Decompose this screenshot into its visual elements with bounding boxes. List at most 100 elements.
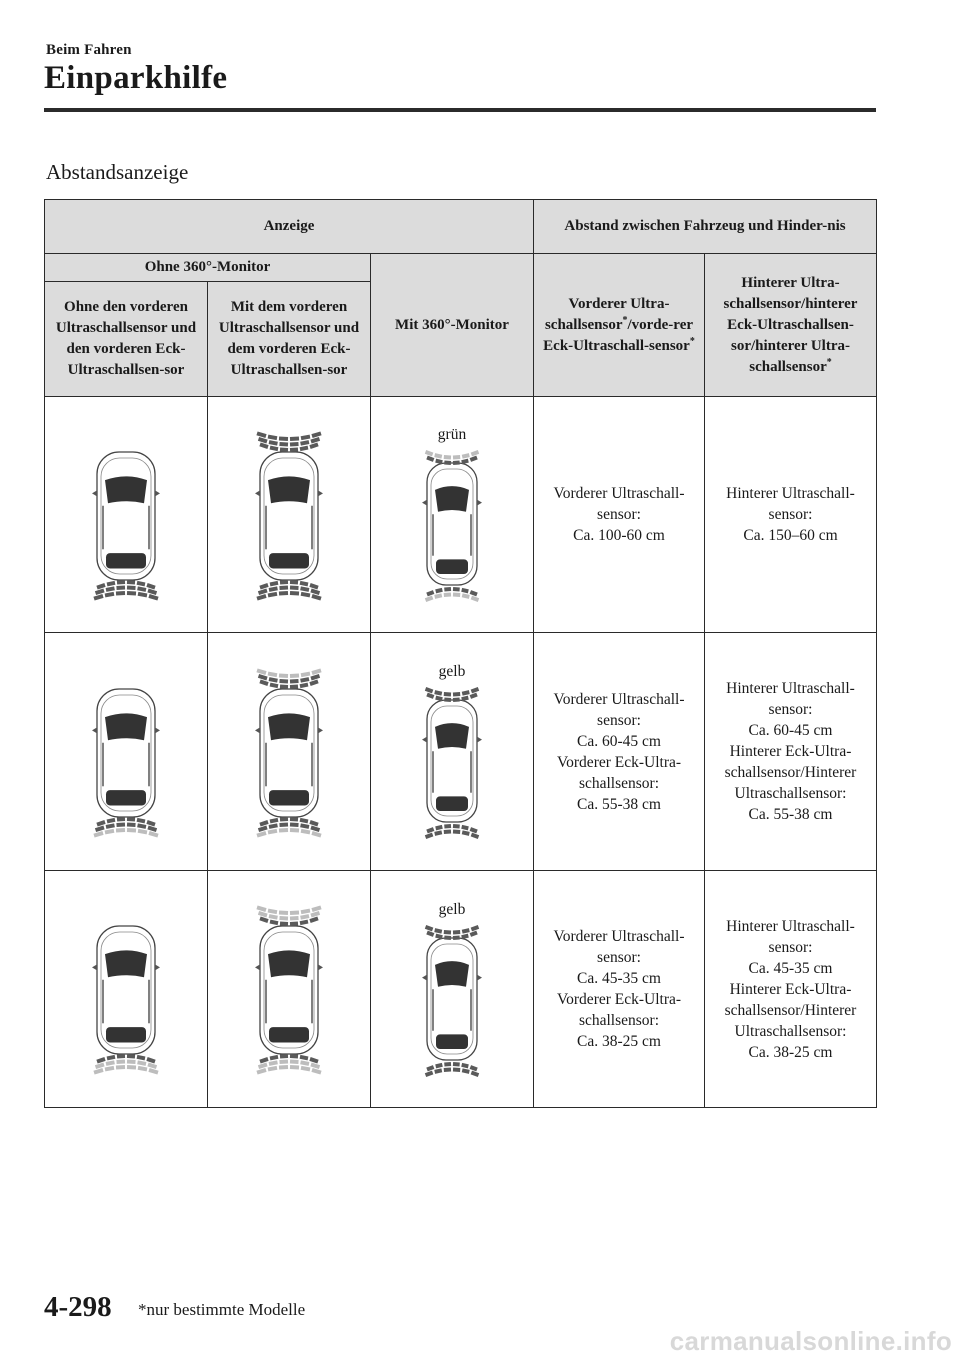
color-cell: gelb [370, 632, 534, 871]
sensor-segment [311, 593, 322, 601]
sensor-segment [256, 830, 267, 838]
sensor-segment [461, 690, 470, 696]
car-image-cell [207, 396, 371, 633]
rear-line: Ultraschallsensor: [734, 785, 847, 802]
header-abstand: Abstand zwischen Fahrzeug und Hinder-nis [533, 199, 877, 254]
sensor-segment [299, 1054, 309, 1061]
sensor-segment [289, 822, 299, 827]
sensor-segment [300, 671, 311, 677]
car-topview-icon [255, 430, 323, 601]
sensor-segment [256, 593, 267, 601]
sensor-segment [310, 910, 321, 918]
sensor-segment [469, 930, 478, 937]
front-line: sensor: [597, 711, 641, 729]
sensor-segment [289, 678, 299, 683]
mirror [255, 489, 260, 496]
rear-line: Hinterer Ultraschall- [726, 917, 855, 935]
sensor-segment [426, 827, 435, 834]
rear-line: Ultraschallsensor: [734, 1022, 847, 1040]
car-image-cell [207, 870, 371, 1108]
sensor-segment [105, 822, 115, 829]
rear-window [269, 552, 309, 568]
sensor-segment [424, 924, 434, 931]
sensor-segment [259, 916, 269, 923]
sensor-segment [115, 590, 126, 596]
sensor-segment [310, 825, 321, 832]
sensor-segment [269, 445, 279, 451]
front-line: schallsensor: [578, 1012, 660, 1029]
mirror [318, 964, 323, 971]
sensor-segment [289, 1059, 299, 1065]
rear-line: sensor: [768, 701, 813, 718]
front-line: Ca. 60-45 cm [577, 732, 661, 750]
header-vorderer-a: Vorderer Ultra-schallsensor [544, 295, 670, 333]
sensor-segment [279, 1054, 289, 1059]
sensor-segment [461, 1062, 469, 1068]
front-line: Vorderer Ultraschall- [553, 928, 685, 945]
car-outline [100, 931, 152, 1049]
sensor-segment [452, 829, 461, 835]
sensor-segment [461, 824, 469, 831]
sensor-segment [136, 580, 146, 586]
sensor-segment [434, 453, 443, 459]
front-distance-cell: Vorderer Ultraschall- sensor: Ca. 60-45 … [533, 632, 705, 871]
sensor-segment [116, 1054, 126, 1059]
sensor-segment [256, 667, 267, 675]
page-title: Einparkhilfe [44, 60, 228, 96]
sensor-segment [309, 582, 319, 590]
sensor-segment [259, 819, 269, 827]
sensor-segment [257, 436, 268, 443]
front-line: Vorderer Eck-Ultra- [556, 991, 682, 1008]
mirror [255, 964, 260, 971]
sensor-segment [289, 921, 299, 926]
sensor-segment [300, 591, 311, 597]
sensor-segment [289, 915, 299, 921]
sensor-segment [279, 921, 289, 926]
distance-table: Anzeige Abstand zwischen Fahrzeug und Hi… [44, 199, 877, 1108]
sensor-segment [470, 832, 480, 839]
table-row: gelb Vorderer Ultraschall- sensor: Ca. 6… [44, 632, 877, 871]
sensor-segment [126, 579, 136, 585]
sensor-segment [256, 430, 267, 438]
rear-line: sensor: [768, 938, 813, 956]
sensor-segment [94, 825, 105, 832]
sensor-segment [289, 446, 299, 452]
sensor-segment [278, 435, 289, 441]
sensor-segment [289, 579, 299, 585]
sensor-segment [289, 585, 299, 590]
sensor-segment [443, 454, 452, 460]
header-mit-vorderen: Mit dem vorderen Ultraschallsensor und d… [207, 281, 371, 397]
asterisk: * [622, 314, 628, 326]
sensor-segment [289, 1054, 299, 1059]
front-line: Ca. 45-35 cm [577, 970, 661, 987]
sensor-segment [461, 830, 470, 836]
sensor-segment [269, 580, 279, 586]
sensor-segment [300, 585, 310, 592]
sensor-segment [269, 682, 279, 688]
sensor-segment [126, 1059, 136, 1065]
car-topview-icon [92, 450, 160, 601]
sensor-segment [300, 822, 310, 829]
header-ohne-vorderen: Ohne den vorderen Ultraschallsensor und … [44, 281, 208, 397]
sensor-segment [259, 1057, 269, 1064]
header-ohne-360: Ohne 360°-Monitor [44, 253, 371, 282]
sensor-segment [309, 1057, 319, 1064]
sensor-segment [452, 929, 461, 934]
sensor-segment [96, 819, 106, 827]
car-360-icon [422, 687, 482, 839]
sensor-segment [106, 1054, 116, 1061]
sensor-segment [310, 673, 321, 680]
sensor-segment [424, 687, 434, 694]
sensor-segment [257, 910, 268, 918]
sensor-segment [126, 1054, 136, 1059]
front-line: sensor: [597, 506, 641, 523]
sensor-segment [426, 930, 435, 937]
sensor-segment [268, 822, 278, 829]
car-outline [430, 943, 474, 1054]
sensor-segment [435, 933, 443, 939]
sensor-segment [452, 934, 460, 940]
sensor-segment [452, 1067, 461, 1072]
sensor-segment [96, 1057, 106, 1064]
sensor-segment [116, 1059, 126, 1065]
car-outline [263, 694, 315, 811]
